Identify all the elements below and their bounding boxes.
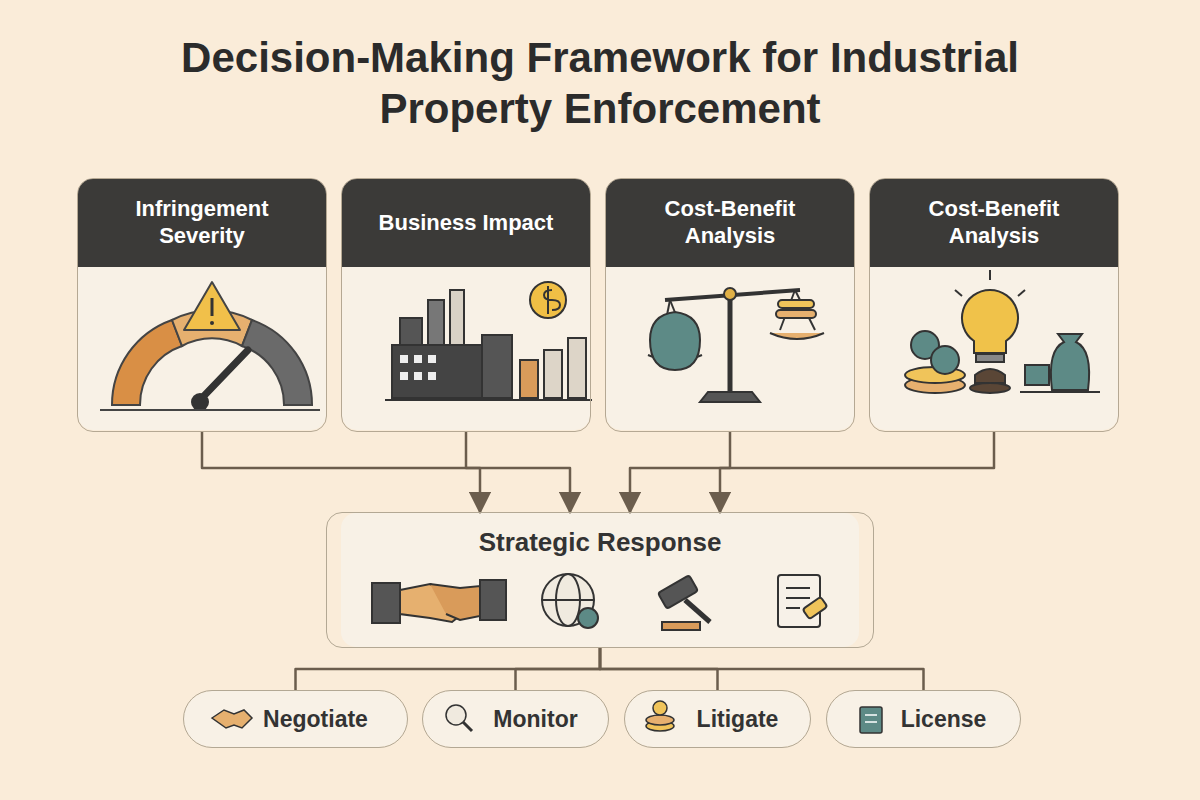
connector-arrow <box>600 648 924 690</box>
connector-arrow <box>296 648 601 690</box>
connector-arrow <box>630 432 730 512</box>
connector-arrow <box>466 432 570 512</box>
response-box: Strategic Response <box>326 512 874 648</box>
card-heading: Cost-Benefit Analysis <box>620 196 840 250</box>
option-pill: Monitor <box>422 690 609 748</box>
card-heading: Cost-Benefit Analysis <box>884 196 1104 250</box>
criterion-card: Business Impact <box>341 178 591 432</box>
criterion-card: Cost-Benefit Analysis <box>605 178 855 432</box>
diagram-title: Decision-Making Framework for Industrial… <box>100 32 1100 134</box>
card-heading: Infringement Severity <box>92 196 312 250</box>
connector-arrow <box>202 432 480 512</box>
option-label: Litigate <box>657 706 779 733</box>
criterion-card: Cost-Benefit Analysis <box>869 178 1119 432</box>
card-header: Business Impact <box>342 179 590 267</box>
option-label: License <box>861 706 987 733</box>
criterion-card: Infringement Severity <box>77 178 327 432</box>
option-label: Monitor <box>453 706 577 733</box>
option-pill: License <box>826 690 1021 748</box>
option-pill: Litigate <box>624 690 811 748</box>
card-header: Infringement Severity <box>78 179 326 267</box>
card-header: Cost-Benefit Analysis <box>870 179 1118 267</box>
connector-arrow <box>720 432 994 512</box>
box-heading: Strategic Response <box>327 513 873 558</box>
option-pill: Negotiate <box>183 690 408 748</box>
card-header: Cost-Benefit Analysis <box>606 179 854 267</box>
option-label: Negotiate <box>223 706 368 733</box>
connector-arrow <box>516 648 601 690</box>
card-heading: Business Impact <box>379 210 554 237</box>
